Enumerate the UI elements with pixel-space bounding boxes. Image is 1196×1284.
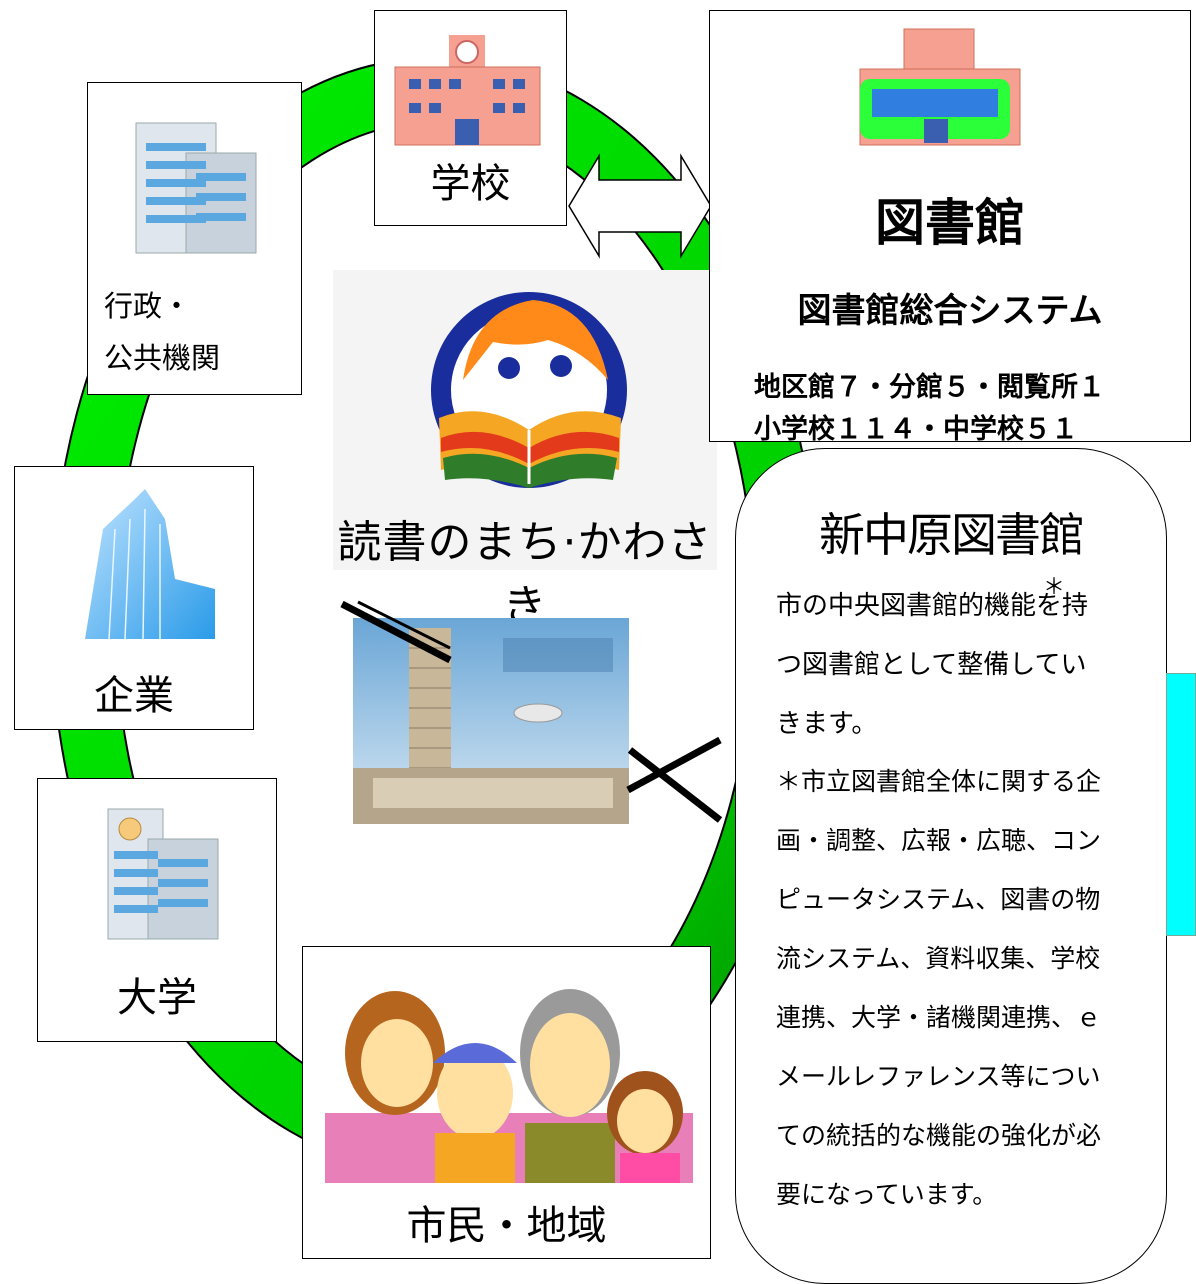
skyscraper-icon [85, 489, 215, 640]
school-building-icon [394, 35, 541, 146]
railway-lines [340, 600, 723, 823]
bidirectional-arrow [568, 153, 712, 259]
company-node: 企業 [14, 466, 254, 730]
government-label-line1: 行政・ [104, 289, 192, 323]
company-label: 企業 [94, 673, 174, 719]
citizens-node: 市民・地域 [302, 946, 711, 1259]
government-node: 行政・ 公共機関 [87, 82, 302, 395]
note-asterisk: ＊ [1043, 575, 1066, 600]
desc-line: きます。 [776, 709, 878, 739]
office-building-icon [135, 122, 257, 254]
library-building-icon [859, 28, 1021, 146]
shinnakahara-description: 市の中央図書館的機能を持 つ図書館として整備してい きます。 [776, 577, 1138, 754]
citizens-label: 市民・地域 [406, 1203, 607, 1249]
note-line: メールレファレンス等につい [776, 1062, 1101, 1091]
note-line: ての統括的な機能の強化が必 [776, 1121, 1102, 1150]
shinnakahara-title: 新中原図書館 [819, 508, 1085, 562]
library-node: 図書館 図書館総合システム 地区館７・分館５・閲覧所１ 小学校１１４・中学校５１ [709, 10, 1191, 445]
note-line: 画・調整、広報・広聴、コン [776, 826, 1102, 855]
shinnakahara-note: ＊市立図書館全体に関する企 画・調整、広報・広聴、コン ピュータシステム、図書の… [776, 752, 1138, 1224]
shinnakahara-library-panel: 新中原図書館 ＊ 市の中央図書館的機能を持 つ図書館として整備してい きます。 … [735, 448, 1167, 1284]
library-system: 図書館総合システム [797, 291, 1103, 331]
university-node: 大学 [37, 778, 277, 1042]
library-title: 図書館 [875, 194, 1025, 252]
logo-icon [431, 292, 627, 488]
government-label-line2: 公共機関 [104, 341, 221, 375]
note-line: ピュータシステム、図書の物 [776, 885, 1101, 914]
tower-building-image [353, 618, 629, 824]
library-branches-line1: 地区館７・分館５・閲覧所１ [754, 372, 1105, 403]
note-line: ＊市立図書館全体に関する企 [776, 767, 1102, 796]
university-building-icon [107, 808, 219, 940]
reading-city-logo: 読書のまち·かわさき [333, 270, 717, 632]
desc-line: つ図書館として整備してい [776, 650, 1087, 680]
school-label: 学校 [430, 161, 511, 207]
family-illustration [325, 989, 693, 1183]
note-line: 連携、大学・諸機関連携、ｅ [776, 1003, 1102, 1032]
note-line: 要になっています。 [776, 1180, 998, 1209]
school-node: 学校 [374, 10, 567, 226]
desc-line: 市の中央図書館的機能を持 [776, 591, 1089, 621]
university-label: 大学 [117, 975, 197, 1021]
note-line: 流システム、資料収集、学校 [776, 944, 1101, 973]
library-branches-line2: 小学校１１４・中学校５１ [754, 414, 1078, 445]
cyan-side-bar [1166, 673, 1196, 936]
